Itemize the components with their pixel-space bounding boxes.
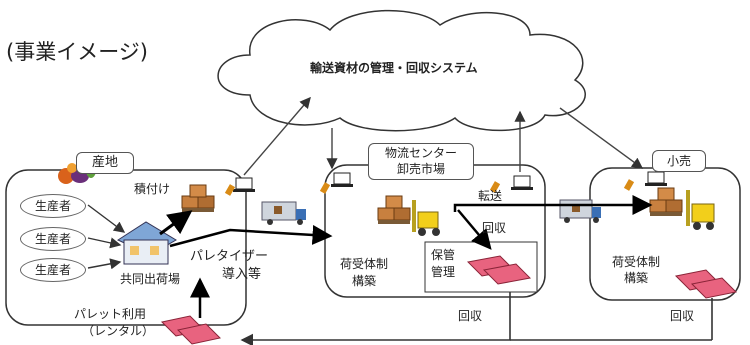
stacking-label: 積付け xyxy=(134,182,171,196)
retail-receive-label-2: 構築 xyxy=(624,271,649,285)
origin-label-text: 産地 xyxy=(91,155,118,170)
center-label: 物流センター 卸売市場 xyxy=(368,143,474,180)
center-label-line1: 物流センター xyxy=(384,146,457,160)
storage-label-1: 保管 xyxy=(431,248,456,262)
laptop-icon-retail xyxy=(645,171,667,186)
retail-label: 小売 xyxy=(652,150,706,172)
retail-label-text: 小売 xyxy=(666,154,691,168)
producer-3: 生産者 xyxy=(20,258,86,282)
forklift-boxes-icon-center xyxy=(377,195,440,236)
forklift-boxes-icon-retail xyxy=(649,187,715,230)
laptop-icon-origin xyxy=(233,177,255,192)
center-receive-label-2: 構築 xyxy=(352,274,377,288)
pallets-icon-retail xyxy=(674,269,738,299)
shipping-site-label: 共同出荷場 xyxy=(120,272,181,286)
storage-label-2: 管理 xyxy=(431,265,456,279)
scanner-icon-center xyxy=(319,182,331,194)
retail-return-label: 回収 xyxy=(670,309,695,323)
producer-2: 生産者 xyxy=(20,227,86,251)
center-return-label: 回収 xyxy=(458,309,483,323)
center-label-line2: 卸売市場 xyxy=(396,162,445,176)
origin-label: 産地 xyxy=(76,152,134,174)
cloud-label: 輸送資材の管理・回収システム xyxy=(310,61,478,75)
truck-icon-left xyxy=(261,201,306,225)
laptop-icon-center-right xyxy=(511,175,533,190)
pallet-boxes-icon xyxy=(181,184,215,212)
page-title: (事業イメージ) xyxy=(6,40,148,64)
palletizer-label-2: 導入等 xyxy=(222,267,262,282)
palletizer-label-1: パレタイザー xyxy=(190,249,269,264)
retail-receive-label-1: 荷受体制 xyxy=(612,255,661,269)
pallets-icon-rental xyxy=(160,315,222,345)
shipping-facility-icon xyxy=(116,221,177,265)
producer-1: 生産者 xyxy=(20,194,86,218)
center-receive-label-1: 荷受体制 xyxy=(340,257,389,271)
scanner-icon-retail xyxy=(623,179,635,191)
rental-label-1: パレット利用 xyxy=(74,307,147,321)
scanner-icon-origin xyxy=(224,184,236,196)
transship-label: 転送 xyxy=(478,189,503,203)
center-collect-label: 回収 xyxy=(482,221,507,235)
pallets-icon-storage xyxy=(466,255,532,285)
scanner-icon-center-right xyxy=(489,181,501,193)
rental-label-2: （レンタル） xyxy=(82,324,155,338)
laptop-icon-center xyxy=(331,172,353,187)
